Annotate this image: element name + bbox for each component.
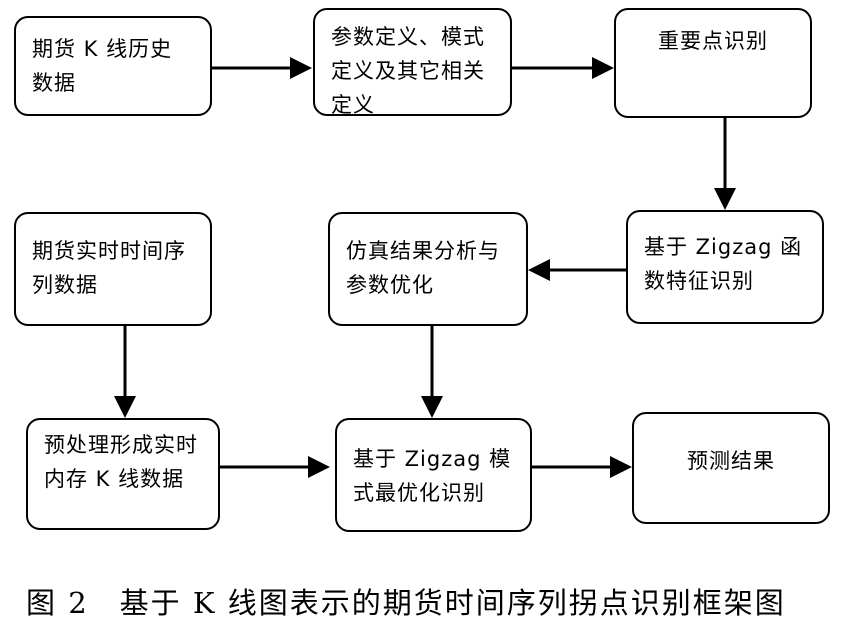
node-realtime-series: 期货实时时间序列数据 [14,212,212,326]
node-simulation-analysis: 仿真结果分析与参数优化 [328,212,528,326]
arrowhead-n4-n5 [528,259,550,281]
arrowhead-n3-n4 [714,188,736,210]
node-key-point-recognition: 重要点识别 [614,8,812,118]
node-preprocess: 预处理形成实时内存 K 线数据 [26,418,220,530]
arrowhead-n1-n2 [290,57,312,79]
arrowhead-n2-n3 [592,57,614,79]
node-prediction-result-label: 预测结果 [687,449,775,473]
node-zigzag-pattern-label: 基于 Zigzag 模式最优化识别 [353,447,512,505]
node-kline-history: 期货 K 线历史数据 [14,16,212,116]
node-param-definition: 参数定义、模式定义及其它相关定义 [313,8,512,117]
arrowhead-n5-n8 [421,396,443,418]
node-zigzag-feature: 基于 Zigzag 函数特征识别 [626,210,824,324]
arrowhead-n8-n9 [610,456,632,478]
node-preprocess-label: 预处理形成实时内存 K 线数据 [44,433,198,491]
arrowhead-n7-n8 [308,456,330,478]
node-zigzag-feature-label: 基于 Zigzag 函数特征识别 [644,235,803,293]
node-kline-history-label: 期货 K 线历史数据 [32,37,173,95]
node-key-point-recognition-label: 重要点识别 [658,29,768,53]
node-prediction-result: 预测结果 [632,412,830,524]
figure-caption: 图 2 基于 K 线图表示的期货时间序列拐点识别框架图 [26,586,786,620]
arrowhead-n6-n7 [114,396,136,418]
node-simulation-analysis-label: 仿真结果分析与参数优化 [346,239,500,297]
node-realtime-series-label: 期货实时时间序列数据 [32,239,186,297]
node-param-definition-label: 参数定义、模式定义及其它相关定义 [331,25,485,117]
node-zigzag-pattern: 基于 Zigzag 模式最优化识别 [335,418,532,532]
